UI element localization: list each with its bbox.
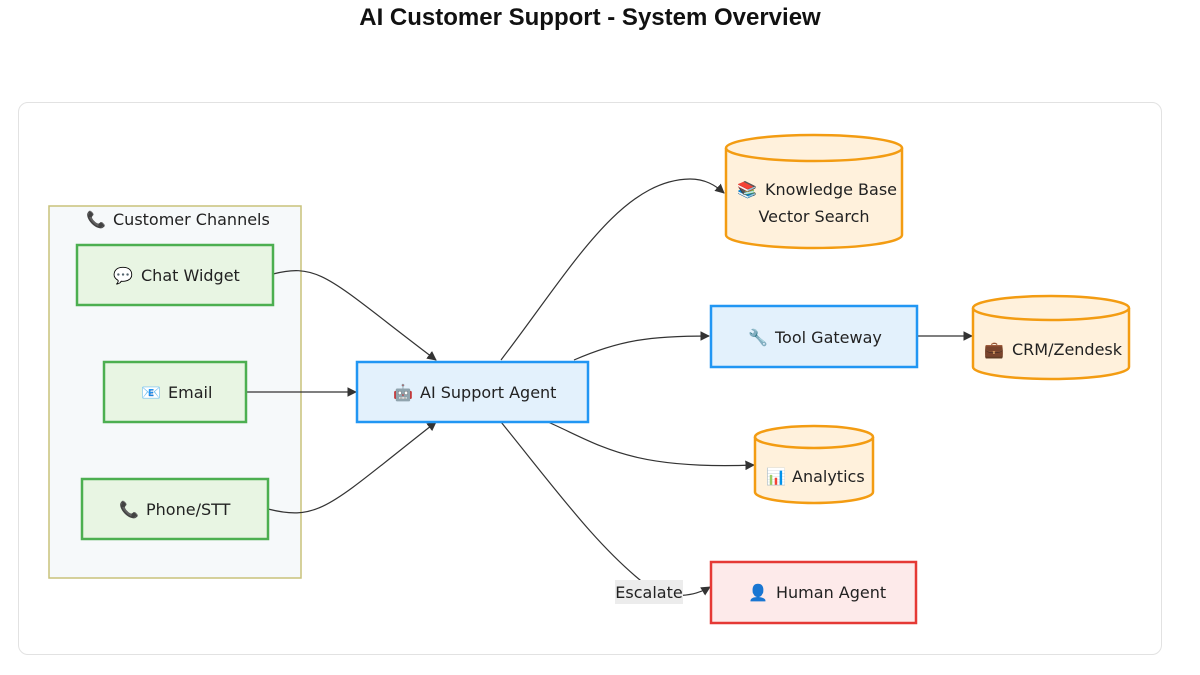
phone-icon: 📞	[86, 209, 106, 229]
analytics-label: Analytics	[792, 467, 865, 486]
edge-agent-to-analytics	[547, 421, 755, 471]
human-agent-node[interactable]: 👤 Human Agent	[709, 560, 918, 625]
escalate-edge-label: Escalate	[615, 580, 683, 604]
edges	[246, 178, 973, 597]
chat-widget-label: Chat Widget	[141, 266, 240, 285]
page-title: AI Customer Support - System Overview	[359, 4, 821, 31]
chat-widget-node[interactable]: 💬 Chat Widget	[75, 243, 275, 307]
knowledge-base-node[interactable]: 📚 Knowledge Base Vector Search	[724, 133, 904, 250]
books-icon: 📚	[737, 180, 757, 199]
briefcase-icon: 💼	[984, 340, 1004, 359]
phone-stt-label: Phone/STT	[146, 500, 231, 519]
edge-agent-to-kb	[500, 178, 725, 361]
analytics-node[interactable]: 📊 Analytics	[753, 424, 875, 505]
crm-zendesk-node[interactable]: 💼 CRM/Zendesk	[971, 294, 1131, 381]
person-icon: 👤	[748, 583, 768, 602]
email-label: Email	[168, 383, 212, 402]
escalate-label-background	[615, 580, 683, 604]
tool-gateway-label: Tool Gateway	[774, 328, 882, 347]
edge-phone-to-agent	[267, 421, 437, 514]
speech-bubble-icon: 💬	[113, 266, 133, 285]
email-node[interactable]: 📧 Email	[102, 360, 248, 424]
vector-search-label: Vector Search	[758, 207, 869, 226]
knowledge-base-label: Knowledge Base	[765, 180, 897, 199]
phone-icon: 📞	[119, 499, 139, 519]
edge-chat-to-agent	[272, 270, 437, 361]
phone-stt-node[interactable]: 📞 Phone/STT	[80, 477, 270, 541]
robot-icon: 🤖	[393, 383, 413, 402]
ai-support-agent-node[interactable]: 🤖 AI Support Agent	[355, 360, 590, 424]
email-icon: 📧	[141, 383, 161, 402]
bar-chart-icon: 📊	[766, 467, 786, 486]
human-agent-label: Human Agent	[776, 583, 886, 602]
ai-support-agent-label: AI Support Agent	[420, 383, 556, 402]
edge-agent-to-human	[500, 421, 711, 597]
crm-zendesk-label: CRM/Zendesk	[1012, 340, 1123, 359]
escalate-label: Escalate	[615, 583, 682, 602]
wrench-icon: 🔧	[748, 328, 768, 347]
tool-gateway-node[interactable]: 🔧 Tool Gateway	[709, 304, 919, 369]
edge-agent-to-tools	[573, 331, 710, 361]
group-label: Customer Channels	[113, 210, 270, 229]
